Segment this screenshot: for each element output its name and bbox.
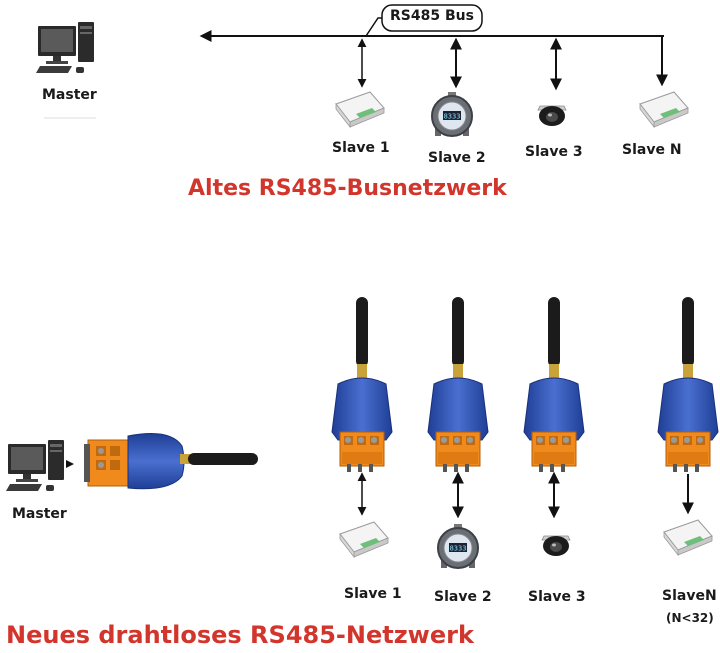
master-label: Master (42, 87, 97, 103)
master-computer-icon (36, 22, 94, 73)
slave2-label: Slave 2 (428, 150, 486, 166)
new-slave1-label: Slave 1 (344, 586, 402, 602)
new-slave3-label: Slave 3 (528, 589, 586, 605)
new-slaven-scale-icon (663, 519, 713, 556)
slave1-wireless-adapter-icon (331, 296, 393, 473)
new-slave1-scale-icon (339, 521, 389, 558)
slave2-wireless-adapter-icon (427, 296, 489, 473)
bus-label: RS485 Bus (390, 8, 474, 24)
slave3-camera-icon (537, 105, 567, 127)
old-network-title: Altes RS485-Busnetzwerk (188, 176, 507, 201)
new-network-title: Neues drahtloses RS485-Netzwerk (6, 621, 474, 649)
slave3-wireless-adapter-icon (523, 296, 585, 473)
bus-label-callout (381, 4, 483, 32)
new-slave3-camera-icon (541, 535, 571, 557)
slaven-wireless-adapter-icon (657, 296, 719, 473)
slaven-label: Slave N (622, 142, 682, 158)
new-slave2-label: Slave 2 (434, 589, 492, 605)
slave1-scale-icon (335, 91, 385, 128)
slave2-gauge-icon (431, 91, 473, 137)
slave3-label: Slave 3 (525, 144, 583, 160)
slaven-scale-icon (639, 91, 689, 128)
slave-count-note: (N<32) (666, 611, 714, 625)
slave1-label: Slave 1 (332, 140, 390, 156)
new-slaven-label: SlaveN (662, 588, 717, 604)
master-wireless-adapter-icon (84, 433, 258, 490)
new-slave2-gauge-icon (437, 523, 479, 569)
new-master-label: Master (12, 506, 67, 522)
new-master-computer-icon (6, 440, 64, 491)
